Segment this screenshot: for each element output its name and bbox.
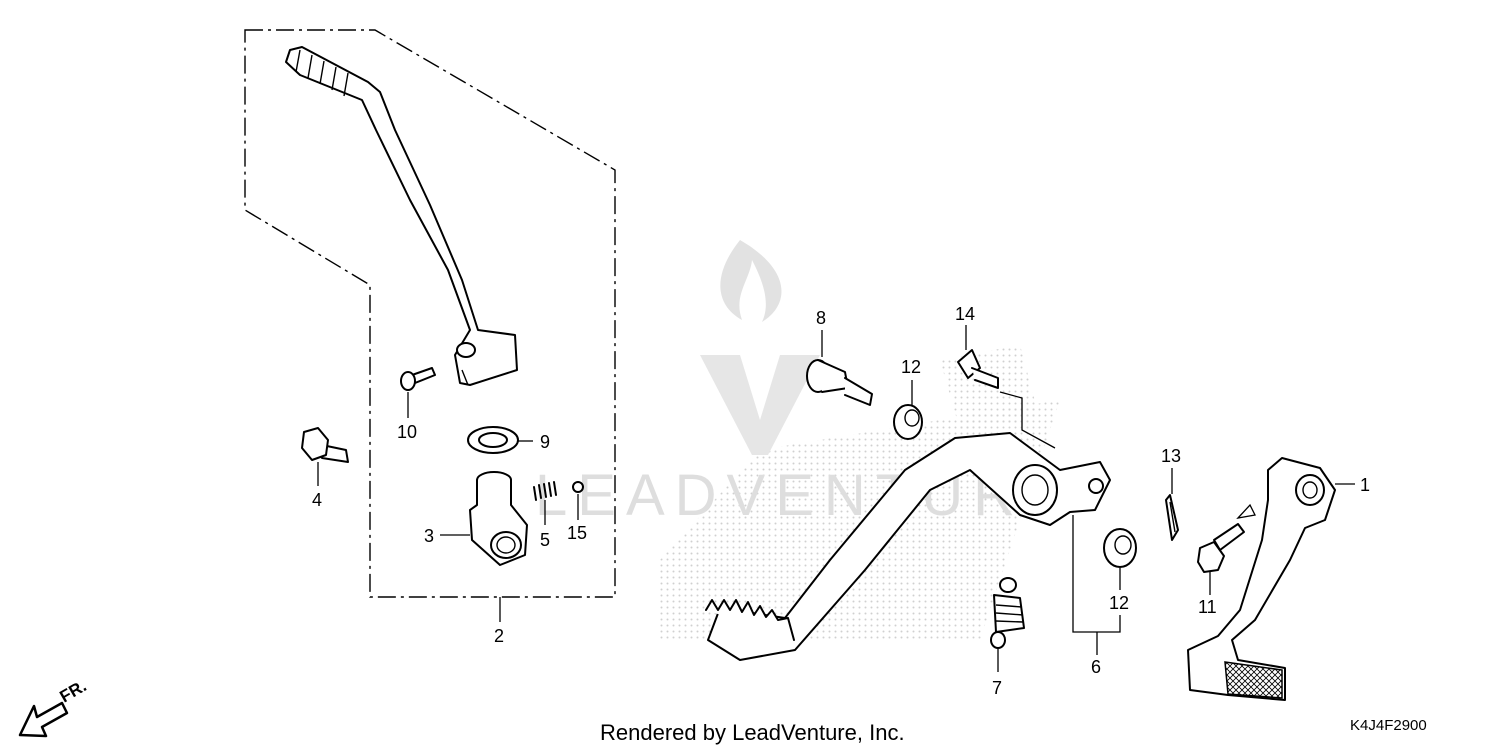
callout-8: 8 (816, 308, 826, 328)
callout-7: 7 (992, 678, 1002, 698)
spring-5-part (533, 481, 557, 501)
front-arrow-icon (18, 701, 69, 738)
bushing-12b-part (1103, 528, 1137, 590)
pivot-bolt-8-part (806, 330, 873, 406)
callout-4: 4 (312, 490, 322, 510)
callout-12-lower: 12 (1109, 593, 1129, 613)
kick-starter-group-border (244, 29, 616, 598)
callout-13: 13 (1161, 446, 1181, 466)
callout-1: 1 (1360, 475, 1370, 495)
leaders-left (317, 392, 579, 536)
kick-starter-arm (285, 46, 518, 386)
callout-5: 5 (540, 530, 550, 550)
kick-spindle-3-part (469, 471, 528, 566)
brake-pedal-6-part (705, 432, 1111, 661)
clip-14-part (957, 325, 1056, 449)
bolt-4-part (301, 427, 349, 463)
gear-shift-pedal-1-part (1187, 457, 1355, 701)
callout-14: 14 (955, 304, 975, 324)
callout-10: 10 (397, 422, 417, 442)
bolt-11-part (1197, 503, 1256, 595)
callout-9: 9 (540, 432, 550, 452)
callout-6: 6 (1091, 657, 1101, 677)
callout-15: 15 (567, 523, 587, 543)
bolt-10-part (400, 367, 436, 391)
front-direction-indicator: FR. (18, 676, 90, 738)
bushing-12a-part (893, 380, 923, 440)
callout-3: 3 (424, 526, 434, 546)
rendered-by-credit: Rendered by LeadVenture, Inc. (600, 720, 905, 745)
callout-labels: 1 2 3 4 5 6 7 8 9 10 11 12 12 13 14 15 (312, 304, 1370, 698)
cotter-pin-13-part (1165, 468, 1179, 541)
oil-seal-9-part (467, 426, 519, 454)
ball-15-part (572, 481, 584, 493)
callout-2: 2 (494, 626, 504, 646)
leader-6-bracket (1072, 515, 1121, 655)
callout-12-upper: 12 (901, 357, 921, 377)
callout-11: 11 (1198, 597, 1217, 617)
diagram-code: K4J4F2900 (1350, 717, 1427, 734)
return-spring-7-part (990, 577, 1025, 672)
